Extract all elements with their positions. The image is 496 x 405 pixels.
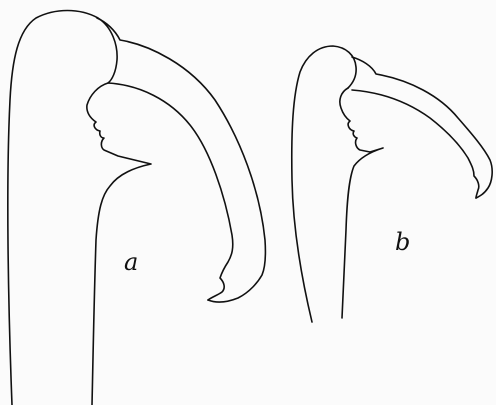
figure-a-label: a xyxy=(124,248,138,276)
figure-b-claw-outline xyxy=(352,57,492,198)
figure-a-inner-outline xyxy=(87,83,151,405)
figure-b: b xyxy=(292,46,492,322)
figure-b-inner-outline xyxy=(340,88,383,318)
figure-b-claw-inner-outline xyxy=(352,90,479,198)
figure-a-claw-outline xyxy=(97,18,265,302)
figure-a: a xyxy=(8,11,266,405)
figure-b-label: b xyxy=(395,228,410,256)
figure-b-stem-outline xyxy=(292,46,356,322)
